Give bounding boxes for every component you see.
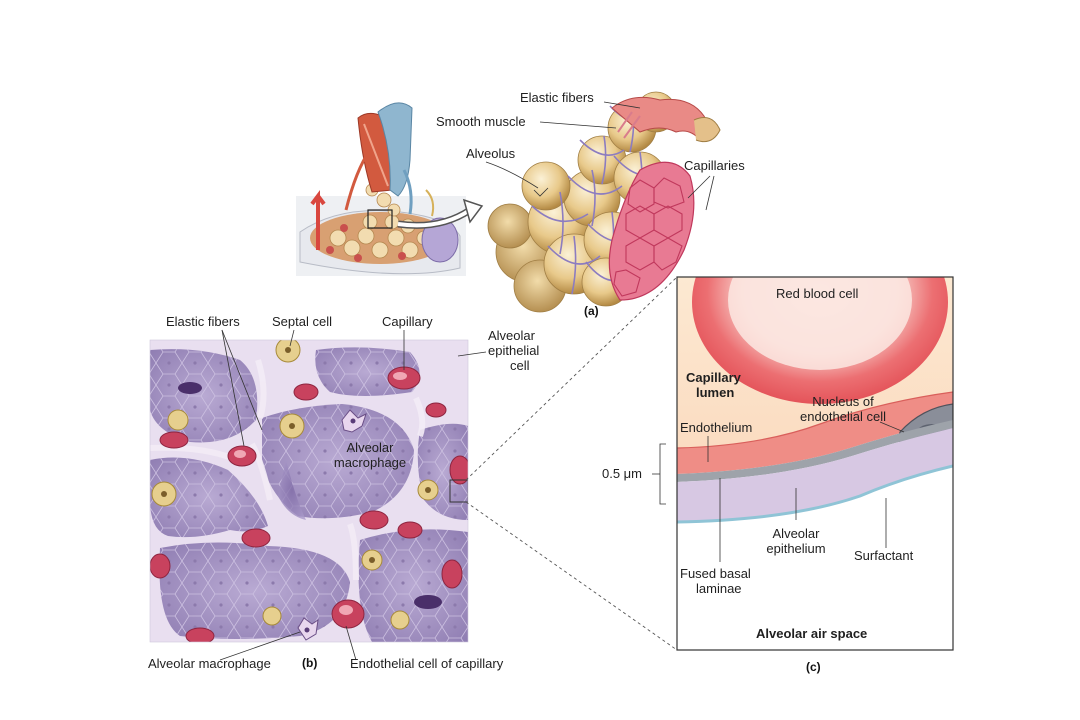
label-capillary-lumen-line1: Capillary: [686, 370, 741, 385]
label-alveolar-epithelium-line2: epithelium: [766, 541, 826, 556]
label-alveolar-epithelial-line2: epithelial: [488, 343, 540, 358]
panel-b-leaders: [219, 329, 487, 661]
zoom-lines: [465, 276, 678, 651]
lobule-illustration: [296, 102, 466, 276]
label-nucleus-line1: Nucleus of: [812, 394, 874, 409]
label-capillary-lumen-line2: lumen: [696, 385, 735, 400]
respiratory-membrane: [677, 277, 953, 650]
label-alveolar-macrophage-center: Alveolar macrophage: [320, 440, 420, 470]
label-macrophage-line1: Alveolar: [346, 440, 394, 455]
label-thickness: 0.5 μm: [602, 466, 643, 481]
label-elastic-fibers-a: Elastic fibers: [520, 90, 594, 105]
label-elastic-fibers-b: Elastic fibers: [166, 314, 240, 329]
label-alveolar-epithelium: Alveolar epithelium: [752, 526, 840, 556]
label-alveolar-epithelium-line1: Alveolar: [772, 526, 820, 541]
label-alveolus: Alveolus: [466, 146, 516, 161]
label-capillary-lumen: Capillary lumen: [686, 370, 741, 400]
panel-c-leaders: [652, 421, 905, 562]
label-alveolar-macrophage-bottom: Alveolar macrophage: [148, 656, 271, 671]
label-fused-basal-line2: laminae: [696, 581, 742, 596]
label-smooth-muscle: Smooth muscle: [436, 114, 526, 129]
label-alveolar-epithelial-cell: Alveolar epithelial cell: [488, 328, 539, 373]
label-endothelium: Endothelium: [680, 420, 753, 435]
panel-tag-b: (b): [302, 656, 318, 670]
label-alveolar-epithelial-line1: Alveolar: [488, 328, 535, 343]
alveolar-sac-cluster: [487, 91, 721, 313]
label-fused-basal-laminae: Fused basal laminae: [680, 566, 751, 596]
label-macrophage-line2: macrophage: [333, 455, 407, 470]
label-red-blood-cell: Red blood cell: [776, 286, 859, 301]
label-fused-basal-line1: Fused basal: [680, 566, 751, 581]
label-alveolar-epithelial-line3: cell: [510, 358, 530, 373]
alveolar-section: [150, 340, 468, 642]
panel-tag-a: (a): [584, 304, 599, 318]
label-septal-cell: Septal cell: [272, 314, 332, 329]
label-endothelial-cell-of-capillary: Endothelial cell of capillary: [350, 656, 504, 671]
label-nucleus-line2: endothelial cell: [799, 409, 886, 424]
label-nucleus-of-endothelial-cell: Nucleus of endothelial cell: [778, 394, 908, 424]
panel-a-leaders: [485, 101, 715, 211]
label-capillaries: Capillaries: [684, 158, 745, 173]
label-alveolar-air-space: Alveolar air space: [756, 626, 868, 641]
label-capillary: Capillary: [382, 314, 433, 329]
label-surfactant: Surfactant: [854, 548, 914, 563]
panel-tag-c: (c): [806, 660, 821, 674]
